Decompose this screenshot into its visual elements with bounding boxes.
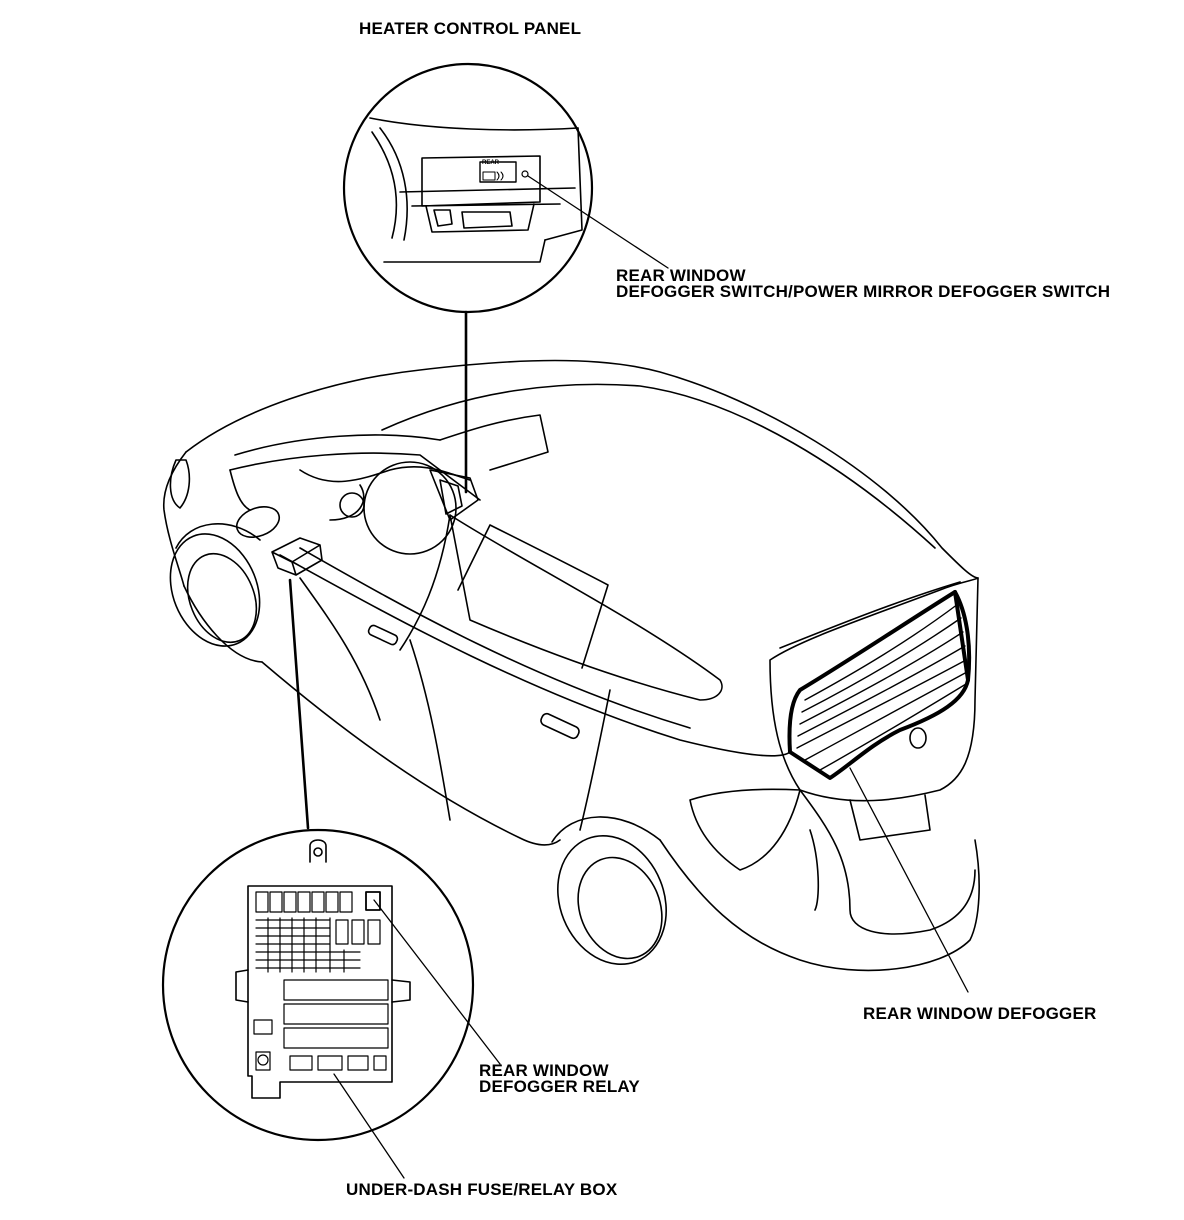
control-panel-frame — [421, 155, 541, 207]
tail-light — [689, 788, 801, 871]
defogger-switch-button — [479, 161, 517, 183]
rear-bumper — [799, 789, 976, 935]
dash-top-edge — [369, 117, 579, 131]
fuse-box-inset — [161, 828, 475, 1142]
heater-panel-inset — [342, 62, 594, 314]
front-wheel — [169, 523, 261, 647]
beltline — [279, 554, 791, 757]
rear-wheel — [551, 816, 667, 966]
defogger-relay-label-line1: REAR WINDOW — [479, 1061, 609, 1080]
switch-leader-line — [527, 175, 669, 269]
fuse-box-on-car — [271, 537, 323, 576]
indicator-light — [521, 170, 529, 178]
relay-leader-line — [373, 899, 501, 1065]
car-hood — [162, 451, 187, 587]
heater-inset-circle — [342, 62, 594, 314]
defogger-leader-line — [849, 767, 969, 993]
fuse-box-leader-line — [333, 1073, 405, 1179]
heater-control-panel-label: HEATER CONTROL PANEL — [359, 19, 582, 38]
side-mirror — [235, 506, 281, 538]
switch-rear-text: REAR — [482, 160, 500, 166]
car-body — [162, 359, 980, 972]
front-door-edge — [299, 577, 381, 721]
fuse-box-body — [247, 885, 393, 1099]
rear-window-glass — [787, 590, 972, 780]
rear-door-handle — [540, 712, 580, 740]
rear-window-defogger-grid — [787, 590, 972, 780]
defogger-relay-label-line2: DEFOGGER RELAY — [479, 1077, 640, 1096]
car-roof-outline — [185, 359, 979, 579]
rear-hatch — [769, 577, 979, 802]
rocker-panel — [261, 661, 561, 846]
windshield — [229, 452, 481, 501]
rear-emblem — [909, 727, 927, 749]
defogger-switch-label-line1: REAR WINDOW — [616, 266, 746, 285]
defogger-switch-label-line2: DEFOGGER SWITCH/POWER MIRROR DEFOGGER SW… — [616, 282, 1111, 301]
rear-window-defogger-relay — [365, 891, 381, 911]
fuse-relay-box-label: UNDER-DASH FUSE/RELAY BOX — [346, 1180, 618, 1199]
fuse-arrow-line — [288, 578, 310, 830]
front-door-handle — [367, 624, 399, 646]
side-window-rear — [449, 514, 723, 701]
rear-window-defogger-label: REAR WINDOW DEFOGGER — [863, 1004, 1097, 1023]
fuse-inset-circle — [161, 828, 475, 1142]
